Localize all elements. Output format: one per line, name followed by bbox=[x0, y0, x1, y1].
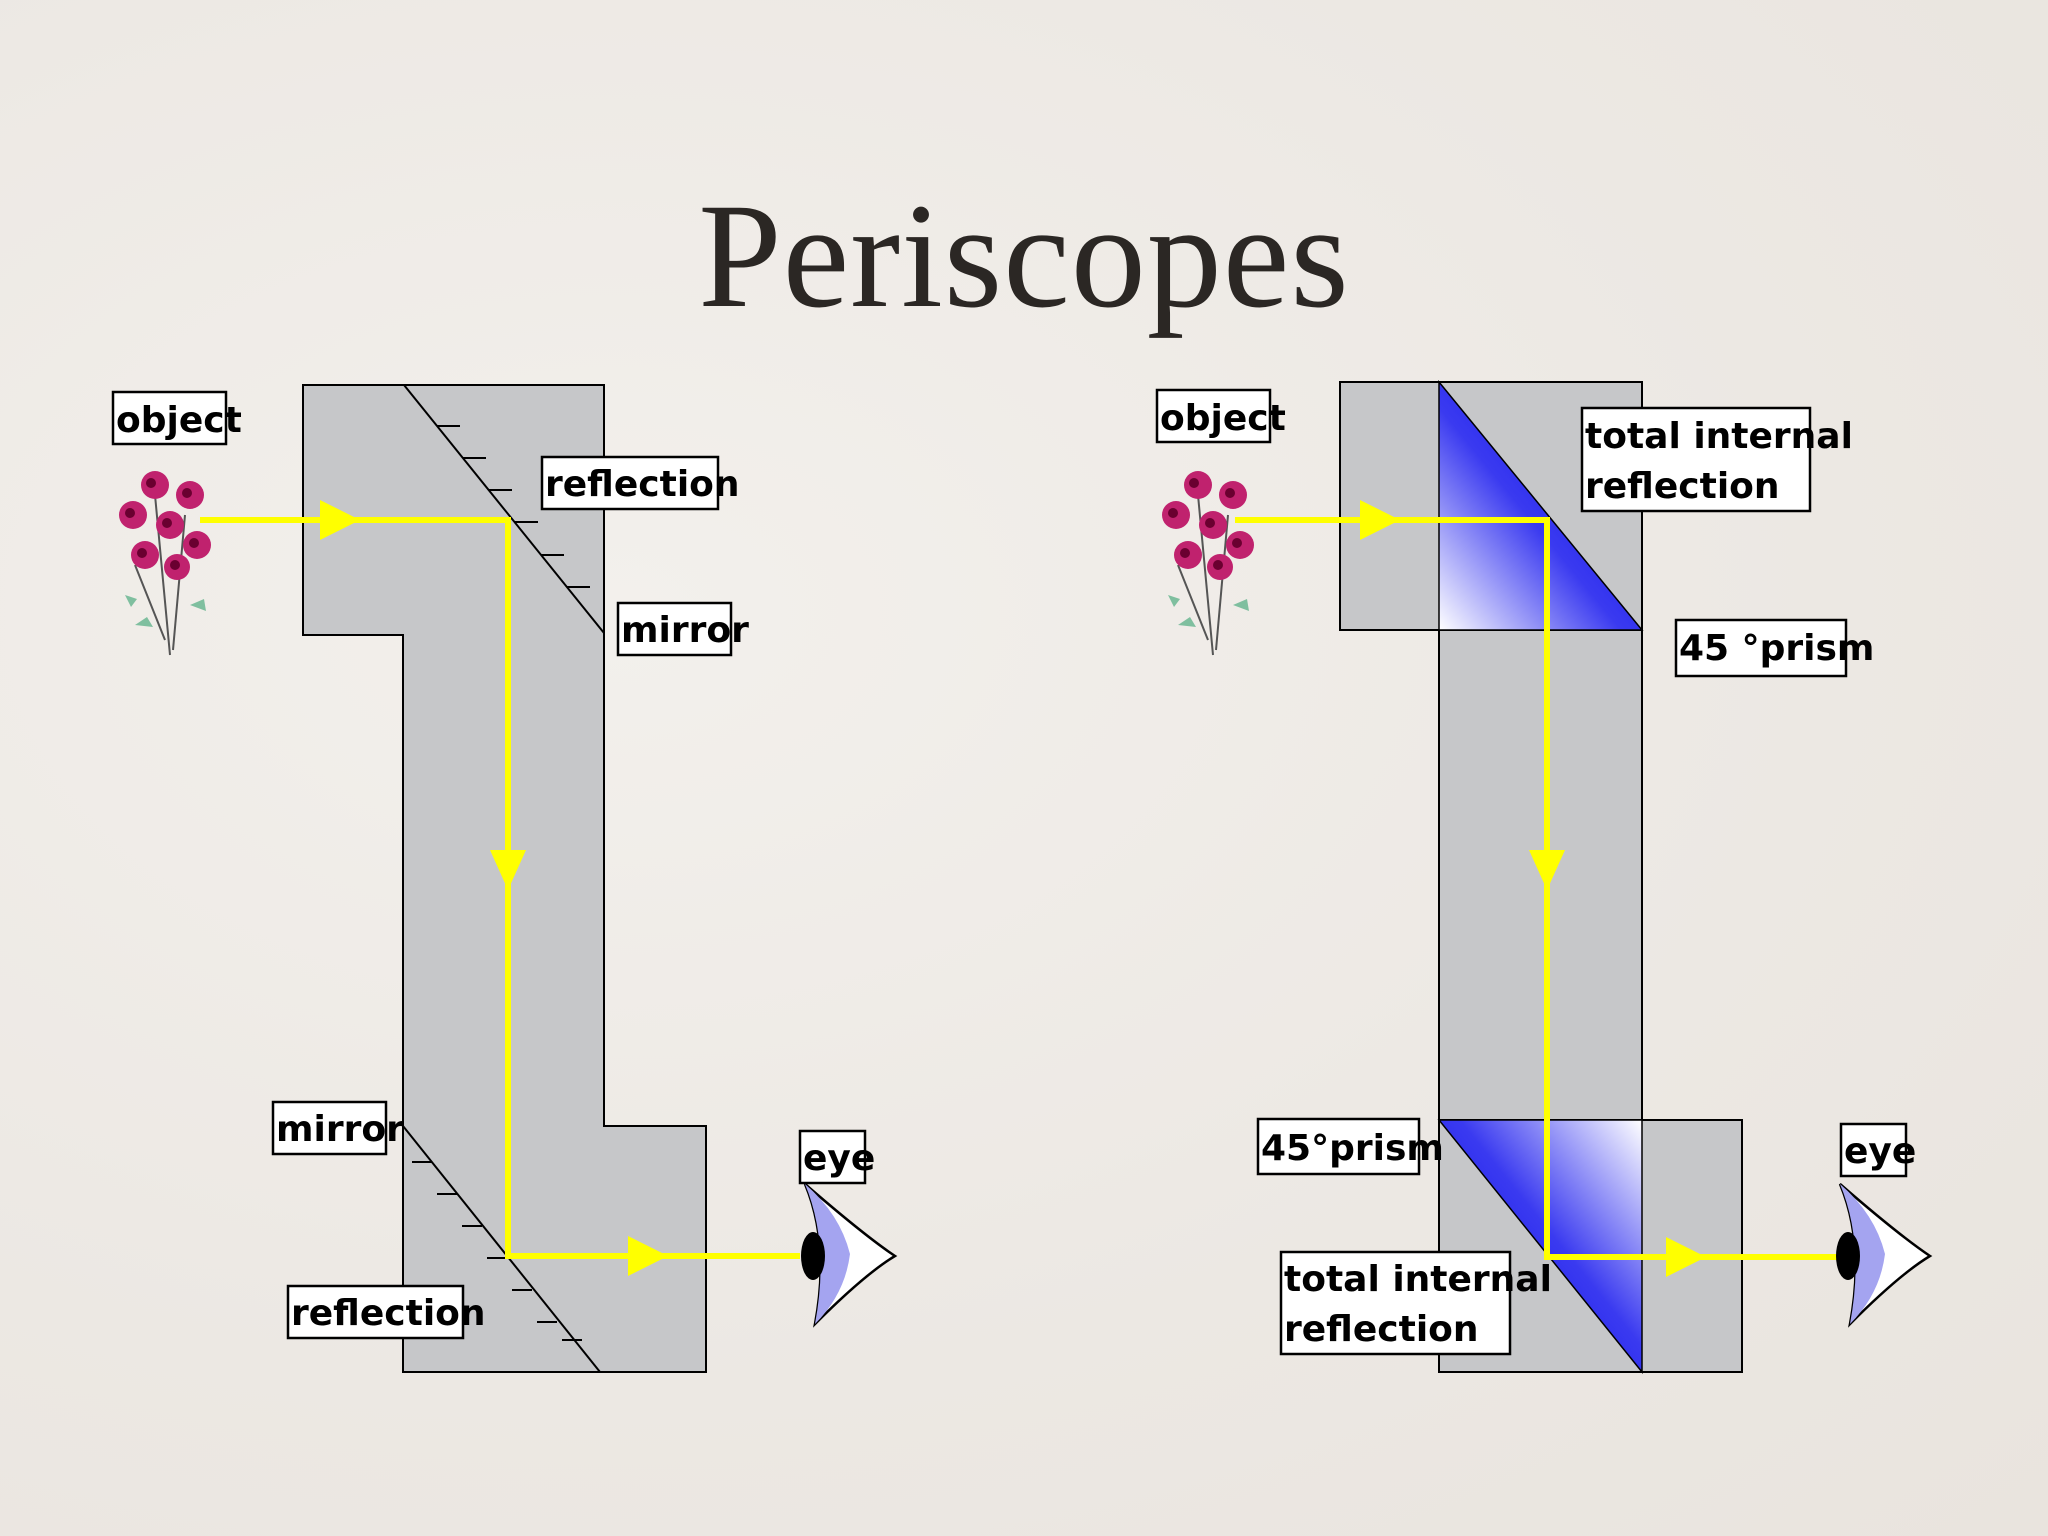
label-mirror: mirror bbox=[621, 610, 749, 651]
prism-bottom bbox=[1437, 1119, 1643, 1375]
label-object: object bbox=[116, 400, 242, 441]
ray-arrow bbox=[1666, 1237, 1706, 1277]
flower-bouquet-icon bbox=[118, 470, 212, 656]
label-reflection: reflection bbox=[1284, 1309, 1479, 1350]
label-object: object bbox=[1160, 398, 1286, 439]
ray-arrow bbox=[1529, 850, 1565, 890]
top-mirror bbox=[403, 384, 605, 634]
eye-icon bbox=[1834, 1182, 1932, 1326]
label-mirror: mirror bbox=[276, 1109, 404, 1150]
prism-top bbox=[1438, 379, 1644, 631]
ray-arrow bbox=[628, 1236, 668, 1276]
eye-icon bbox=[799, 1182, 897, 1326]
label-total-internal: total internal bbox=[1585, 416, 1853, 457]
page-title: Periscopes bbox=[698, 173, 1350, 339]
label-45-prism: 45°prism bbox=[1261, 1128, 1444, 1169]
left-periscope: object reflection mirror mirror reflecti… bbox=[111, 384, 897, 1373]
bottom-mirror bbox=[402, 1125, 601, 1373]
label-eye: eye bbox=[1844, 1131, 1916, 1172]
label-45-prism: 45 °prism bbox=[1679, 628, 1874, 669]
label-reflection: reflection bbox=[291, 1293, 486, 1334]
label-total-internal: total internal bbox=[1284, 1259, 1552, 1300]
label-reflection: reflection bbox=[1585, 466, 1780, 507]
ray-arrow bbox=[1360, 500, 1400, 540]
label-reflection: reflection bbox=[545, 464, 740, 505]
flower-bouquet-icon bbox=[1161, 470, 1255, 656]
label-eye: eye bbox=[803, 1138, 875, 1179]
ray-arrow bbox=[490, 850, 526, 890]
right-periscope: object total internal reflection 45 °pri… bbox=[1155, 379, 1932, 1375]
ray-arrow bbox=[320, 500, 360, 540]
